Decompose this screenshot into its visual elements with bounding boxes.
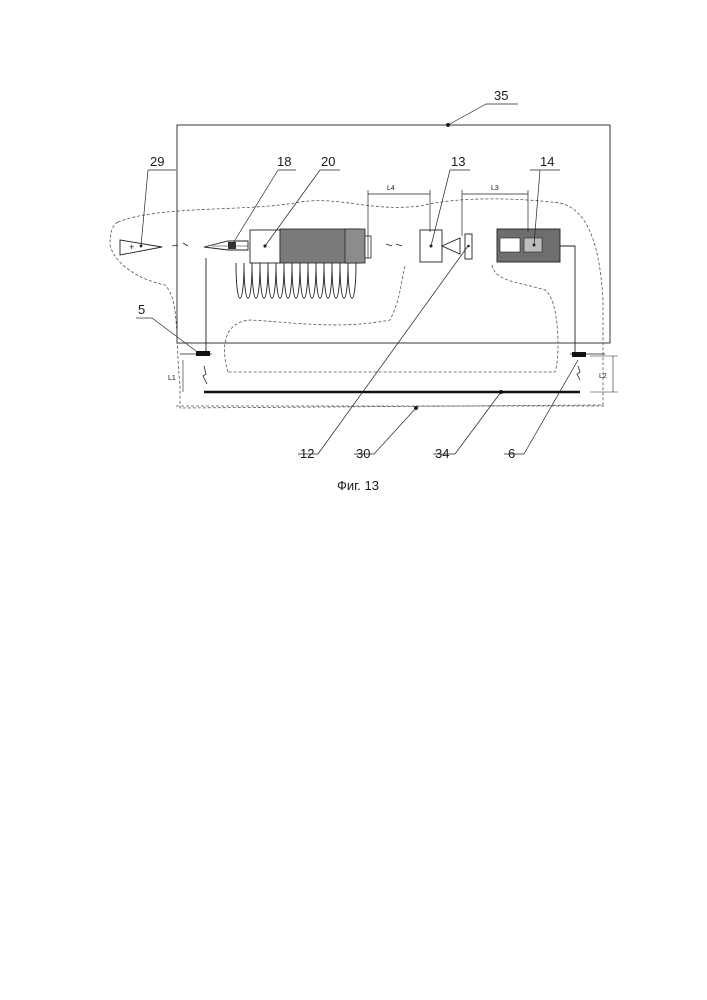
leader-34 [455,392,501,454]
label-34: 34 [435,446,449,461]
figure-caption: Фиг. 13 [337,478,379,493]
beam-segment-d [396,244,402,246]
label-14: 14 [540,154,554,169]
label-30: 30 [356,446,370,461]
electrode-5 [196,351,210,356]
needle-18-tip-block [228,242,236,249]
label-6: 6 [508,446,515,461]
beam-segment-b [183,243,188,246]
label-20: 20 [321,154,335,169]
dim-l3-label: L3 [491,185,499,192]
lens-13-cone [442,238,460,254]
leader-18 [232,170,278,245]
dim-l1-label: L1 [168,375,176,382]
label-12: 12 [300,446,314,461]
emitter-20-hatched-cap [345,229,365,263]
label-35: 35 [494,88,508,103]
wire-20-to-5 [200,258,206,352]
electrode-6 [572,352,586,357]
leader-13 [431,170,450,246]
dim-l4-label: L4 [387,185,395,192]
spark-6 [577,366,580,380]
label-5: 5 [138,302,145,317]
dim-l2-label: L2 [599,373,607,380]
dashed-inner-loop-right [228,265,558,372]
label-29: 29 [150,154,164,169]
receiver-14-window [500,238,520,252]
leader-30 [374,408,416,454]
source-29-plus: + [129,242,134,252]
heater-coil [236,263,356,298]
leader-6 [524,360,578,454]
beam-segment-c [386,244,392,246]
needle-18 [204,241,248,250]
label-13: 13 [451,154,465,169]
wire-14-to-6 [560,246,580,356]
spark-5 [203,366,207,384]
leader-29 [141,170,148,246]
label-18: 18 [277,154,291,169]
leader-35 [448,104,486,125]
